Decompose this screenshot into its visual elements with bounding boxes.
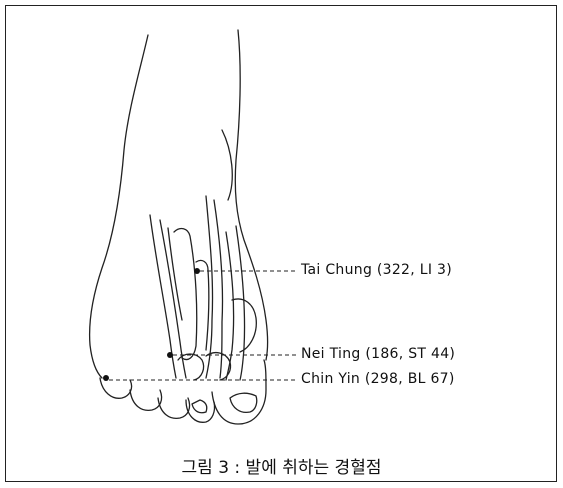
nei-ting-point <box>167 352 173 358</box>
tendon-line <box>214 200 223 378</box>
ankle-bump <box>222 130 232 200</box>
nei-ting-label: Nei Ting (186, ST 44) <box>301 346 455 362</box>
chin-yin-label: Chin Yin (298, BL 67) <box>301 371 455 387</box>
second-toe <box>186 400 215 422</box>
big-toe-nail <box>230 393 257 412</box>
tai-chung-point <box>194 268 200 274</box>
big-toe <box>212 360 266 424</box>
metatarsal-shape <box>196 260 209 350</box>
foot-outline-medial <box>235 30 267 360</box>
figure-caption: 그림 3 : 발에 취하는 경혈점 <box>0 453 563 478</box>
little-toe <box>100 378 132 398</box>
tai-chung-label: Tai Chung (322, LI 3) <box>301 262 452 278</box>
second-toe-nail <box>192 400 207 413</box>
foot-outline-lateral <box>90 35 148 378</box>
third-toe <box>158 398 190 418</box>
fourth-toe <box>130 390 162 410</box>
tendon-line <box>236 226 245 380</box>
chin-yin-point <box>103 375 109 381</box>
